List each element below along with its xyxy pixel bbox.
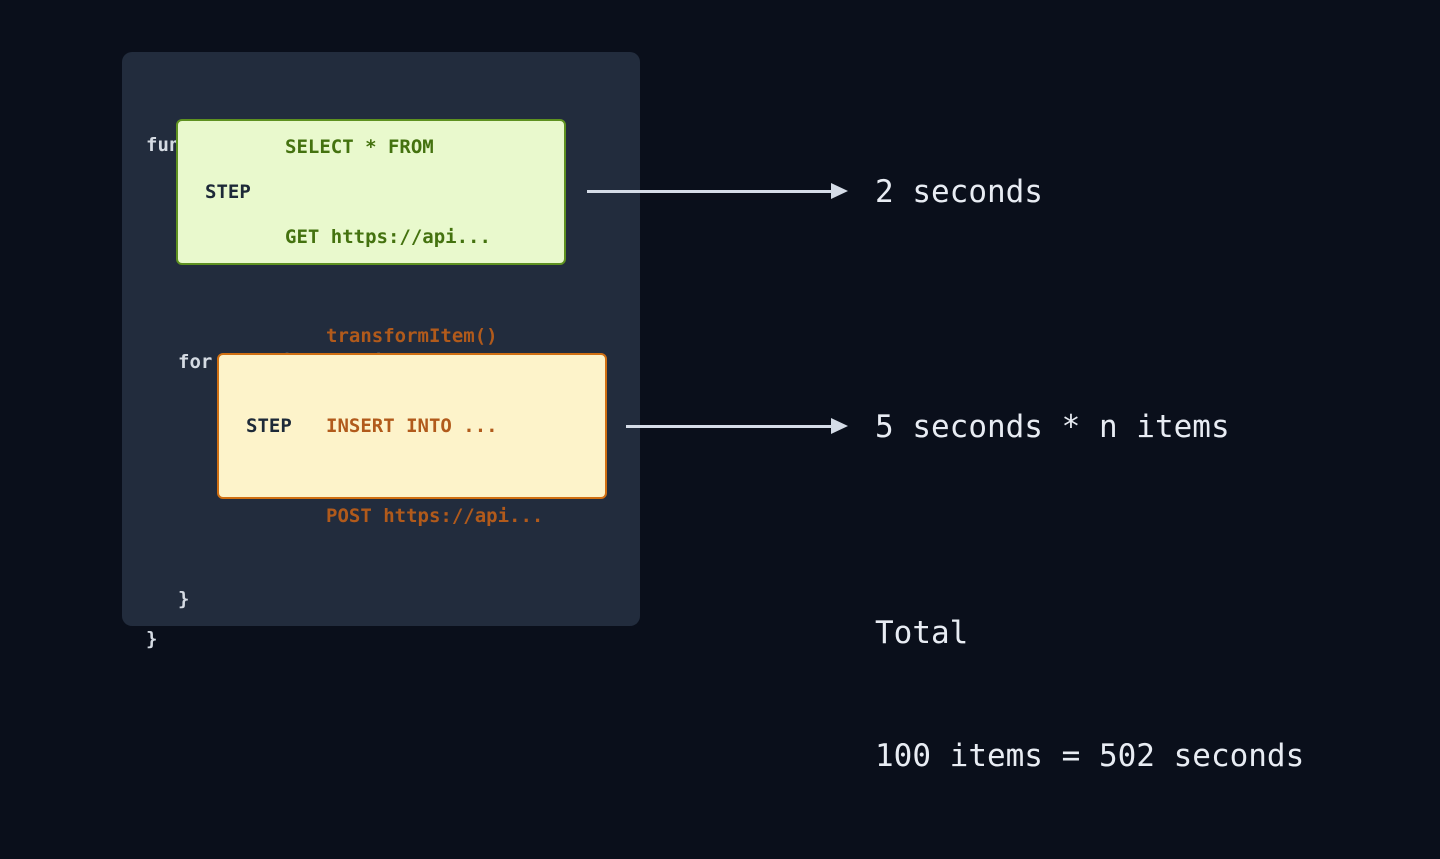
- total-label: Total: [875, 615, 969, 651]
- step-box-transform-load: STEP transformItem() INSERT INTO ... POS…: [217, 325, 607, 527]
- step-label: STEP: [246, 415, 292, 437]
- duration-label-step2: 5 seconds * n items: [875, 409, 1230, 445]
- total-value: 100 items = 502 seconds: [875, 738, 1305, 774]
- step-code-line: POST https://api...: [326, 505, 544, 527]
- arrow-right-icon: [587, 183, 848, 199]
- duration-label-step1: 2 seconds: [875, 174, 1043, 210]
- code-line-for-close: }: [178, 588, 190, 610]
- total-summary: Total 100 items = 502 seconds: [875, 531, 1304, 859]
- step-code-line: SELECT * FROM: [285, 136, 434, 158]
- step-code-block: SELECT * FROM GET https://api...: [285, 72, 491, 312]
- step-box-extract: STEP SELECT * FROM GET https://api...: [176, 119, 566, 265]
- step-code-line: GET https://api...: [285, 226, 491, 248]
- step-label: STEP: [205, 181, 251, 203]
- code-line-function-close: }: [146, 628, 158, 650]
- step-code-line: INSERT INTO ...: [326, 415, 498, 437]
- code-panel: function () { STEP SELECT * FROM GET htt…: [122, 52, 640, 650]
- step-code-line: transformItem(): [326, 325, 498, 347]
- diagram-canvas: function () { STEP SELECT * FROM GET htt…: [122, 52, 1305, 774]
- arrow-right-icon: [626, 418, 848, 434]
- step-code-block: transformItem() INSERT INTO ... POST htt…: [326, 261, 543, 591]
